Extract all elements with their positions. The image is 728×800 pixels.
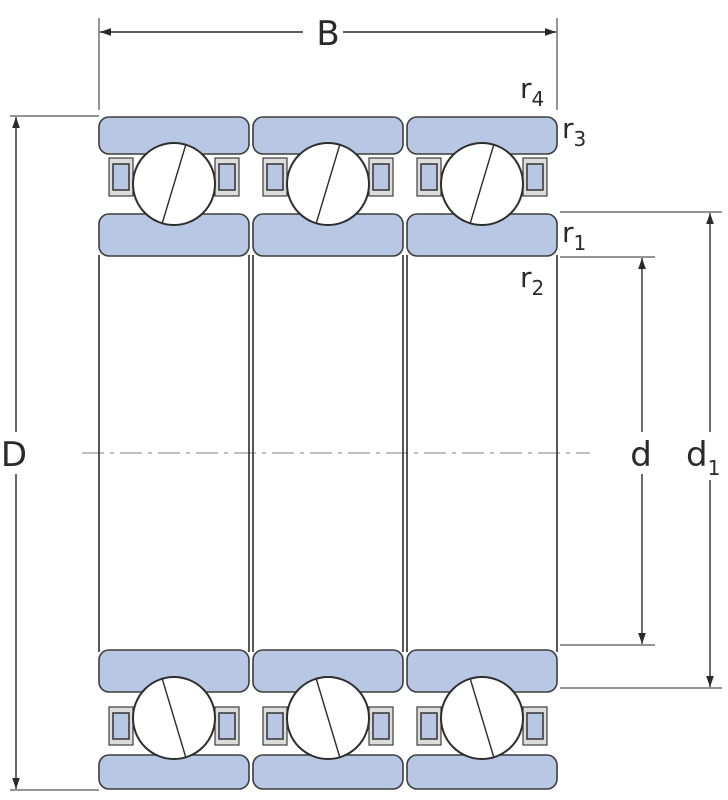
extension-lines: [10, 18, 722, 791]
radius-2-label: r2: [520, 261, 544, 300]
bearing-sections: [98, 116, 558, 790]
bearing-section-bottom-1: [98, 649, 250, 790]
outer-diameter-label: D: [1, 435, 27, 475]
bearing-body-outline: [98, 255, 558, 652]
bore-diameter-label: d: [630, 435, 652, 475]
width-label: B: [316, 14, 339, 54]
bearing-section-top-1: [98, 116, 250, 257]
bearing-section-top-3: [406, 116, 558, 257]
radius-1-label: r1: [562, 216, 586, 255]
radius-4-label: r4: [520, 72, 544, 111]
bearing-section-top-2: [252, 116, 404, 257]
bearing-section-bottom-3: [406, 649, 558, 790]
shoulder-diameter-label: d1: [686, 435, 720, 480]
bearing-section-bottom-2: [252, 649, 404, 790]
radius-3-label: r3: [562, 112, 586, 151]
